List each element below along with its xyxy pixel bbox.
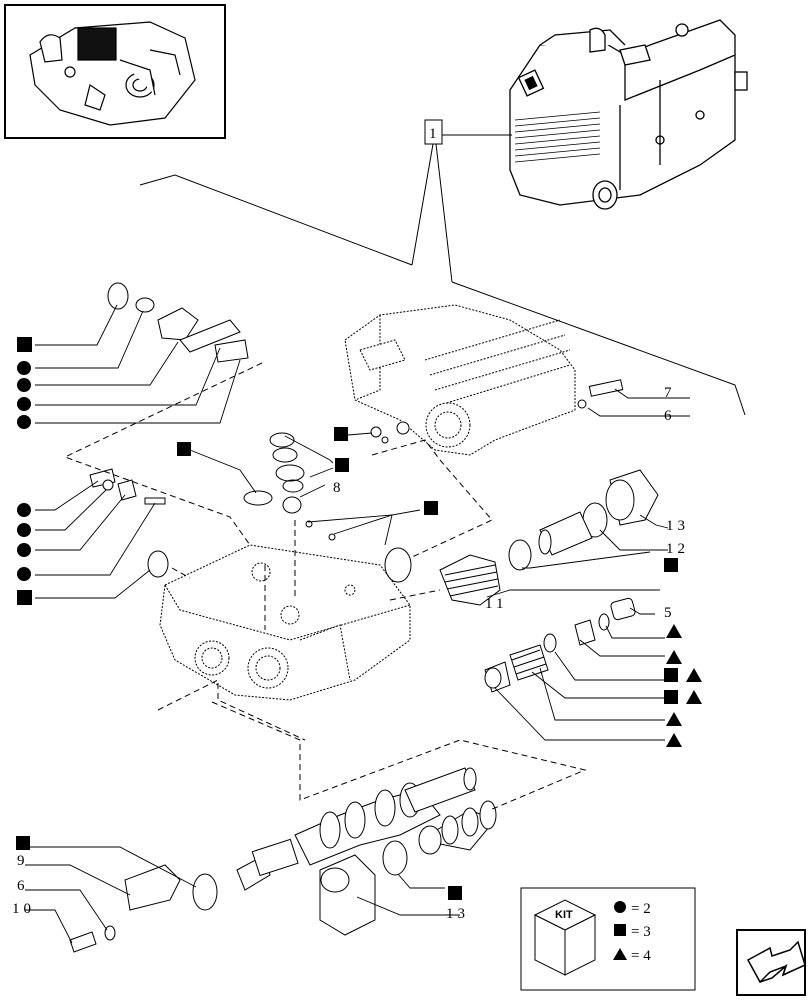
callout-6-lower: 6 bbox=[17, 878, 25, 894]
valve-assembly-illustration bbox=[509, 19, 748, 210]
callout-leaders bbox=[25, 304, 690, 944]
marker-square bbox=[16, 836, 30, 850]
marker-square bbox=[177, 442, 191, 456]
marker-circle bbox=[17, 523, 31, 537]
callout-8: 8 bbox=[333, 480, 341, 496]
marker-circle bbox=[17, 503, 31, 517]
marker-square bbox=[664, 668, 678, 682]
spool-assembly bbox=[69, 767, 497, 953]
assembly-thumbnail[interactable] bbox=[4, 4, 226, 139]
marker-circle bbox=[17, 378, 31, 392]
marker-square bbox=[17, 590, 32, 605]
kit-legend: KIT = 2 = 3 = 4 bbox=[520, 887, 696, 991]
callout-10: 10 bbox=[12, 901, 35, 917]
marker-circle bbox=[17, 361, 31, 375]
marker-triangle bbox=[666, 650, 682, 664]
marker-triangle bbox=[666, 733, 682, 747]
upper-housing bbox=[344, 304, 576, 456]
marker-square bbox=[334, 427, 348, 441]
marker-triangle bbox=[686, 690, 702, 704]
kit-badge: KIT bbox=[555, 909, 573, 921]
legend-circle-value: = 2 bbox=[631, 901, 651, 917]
marker-triangle bbox=[686, 668, 702, 682]
callout-12: 12 bbox=[666, 541, 689, 557]
callout-6: 6 bbox=[664, 408, 672, 424]
callout-13-lower: 13 bbox=[446, 906, 469, 922]
marker-circle bbox=[17, 543, 31, 557]
marker-square bbox=[448, 886, 462, 900]
assembly-dashed-lines bbox=[63, 362, 587, 811]
legend-square-icon bbox=[614, 924, 626, 936]
next-page-arrow-icon[interactable] bbox=[736, 929, 806, 996]
kit-box-icon bbox=[533, 899, 597, 976]
marker-square bbox=[664, 558, 678, 572]
marker-square bbox=[17, 337, 32, 352]
section-boundary bbox=[139, 174, 746, 416]
callout-9: 9 bbox=[17, 853, 25, 869]
assembly-thumbnail-icon bbox=[29, 21, 196, 126]
marker-triangle bbox=[666, 712, 682, 726]
callout-11: 11 bbox=[485, 596, 507, 612]
callout-markers bbox=[16, 337, 702, 900]
marker-square bbox=[424, 501, 438, 515]
right-parts bbox=[439, 379, 659, 693]
marker-circle bbox=[17, 567, 31, 581]
reference-callout-1: 1 bbox=[411, 119, 512, 283]
marker-circle bbox=[17, 415, 31, 429]
main-valve-body bbox=[159, 544, 411, 701]
marker-circle bbox=[17, 397, 31, 411]
ref-1-label: 1 bbox=[429, 126, 437, 142]
numeric-callouts: 7 6 8 13 12 11 5 9 6 10 13 bbox=[12, 385, 689, 922]
callout-5: 5 bbox=[664, 605, 672, 621]
legend-square-value: = 3 bbox=[631, 924, 651, 940]
callout-7: 7 bbox=[664, 385, 672, 401]
marker-square bbox=[664, 690, 678, 704]
marker-square bbox=[335, 458, 349, 472]
legend-triangle-value: = 4 bbox=[631, 948, 651, 964]
legend-circle-icon bbox=[614, 901, 626, 913]
callout-13-upper: 13 bbox=[666, 518, 689, 534]
marker-triangle bbox=[666, 624, 682, 638]
legend-triangle-icon bbox=[613, 948, 627, 960]
